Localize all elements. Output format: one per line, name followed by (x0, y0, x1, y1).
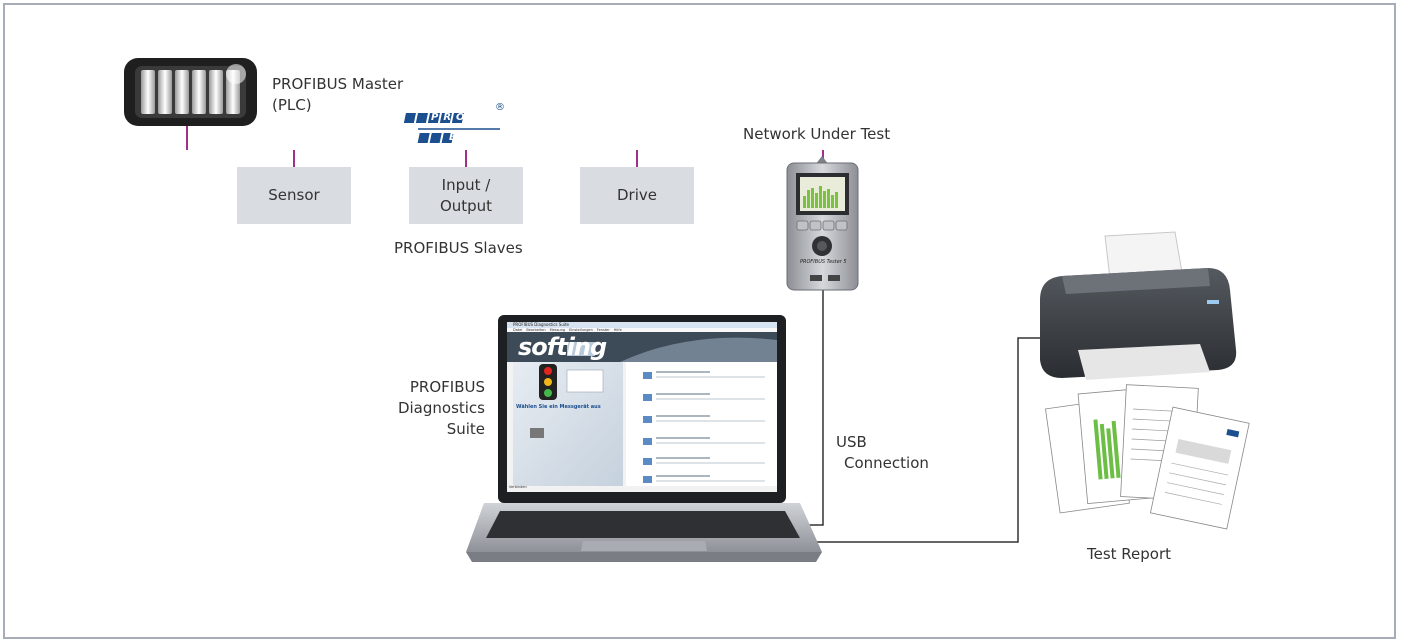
plc-icon (124, 58, 257, 126)
laptop (466, 315, 822, 562)
report-label: Test Report (1087, 545, 1172, 563)
device-prompt: Wählen Sie ein Messgerät aus (516, 404, 601, 410)
printer (1040, 231, 1237, 380)
slave-drive: Drive (580, 167, 694, 224)
software-label-line3: Suite (446, 420, 485, 438)
slave-drive-label: Drive (617, 186, 657, 204)
network-label: Network Under Test (743, 125, 891, 143)
slave-sensor-label: Sensor (268, 186, 320, 204)
menu-item[interactable]: Hilfe (613, 328, 622, 332)
slave-io-label-line2: Output (439, 196, 493, 215)
master-label-line2: (PLC) (272, 96, 312, 114)
brand-logo: softing (518, 333, 607, 361)
menu-item[interactable]: Messung (549, 328, 566, 332)
tester-device (786, 156, 859, 291)
slave-io-label-line1: Input / (441, 175, 491, 194)
profibus-logo-mark: ® (495, 102, 505, 113)
profibus-logo-top: PROFI (431, 112, 491, 123)
menu-item[interactable]: Fenster (596, 328, 610, 332)
slave-input-output: Input / Output (409, 167, 523, 224)
slave-sensor: Sensor (237, 167, 351, 224)
menu-item[interactable]: Datei (513, 328, 523, 332)
usb-label-line2: Connection (844, 454, 929, 472)
app-title: PROFIBUS Diagnostics Suite (513, 322, 569, 327)
tester-name: PROFIBUS Tester 5 (800, 259, 847, 265)
diagram-frame (3, 3, 1396, 639)
app-menu: Datei Bearbeiten Messung Einstellungen F… (513, 328, 622, 332)
usb-label: USB Connection (836, 432, 929, 474)
report-pages (1045, 384, 1250, 530)
slaves-caption: PROFIBUS Slaves (394, 239, 523, 257)
profibus-logo-bottom: BUS (449, 132, 487, 143)
master-label-line1: PROFIBUS Master (272, 75, 404, 93)
menu-item[interactable]: Einstellungen (569, 328, 593, 332)
software-label: PROFIBUS Diagnostics Suite (385, 377, 485, 440)
profibus-logo (403, 113, 500, 143)
menu-item[interactable]: Bearbeiten (526, 328, 546, 332)
status-bar: Verbinden (509, 485, 527, 489)
software-label-line2: Diagnostics (397, 399, 485, 417)
usb-label-line1: USB (836, 433, 867, 451)
master-label: PROFIBUS Master (PLC) (272, 74, 403, 116)
software-label-line1: PROFIBUS (409, 378, 485, 396)
